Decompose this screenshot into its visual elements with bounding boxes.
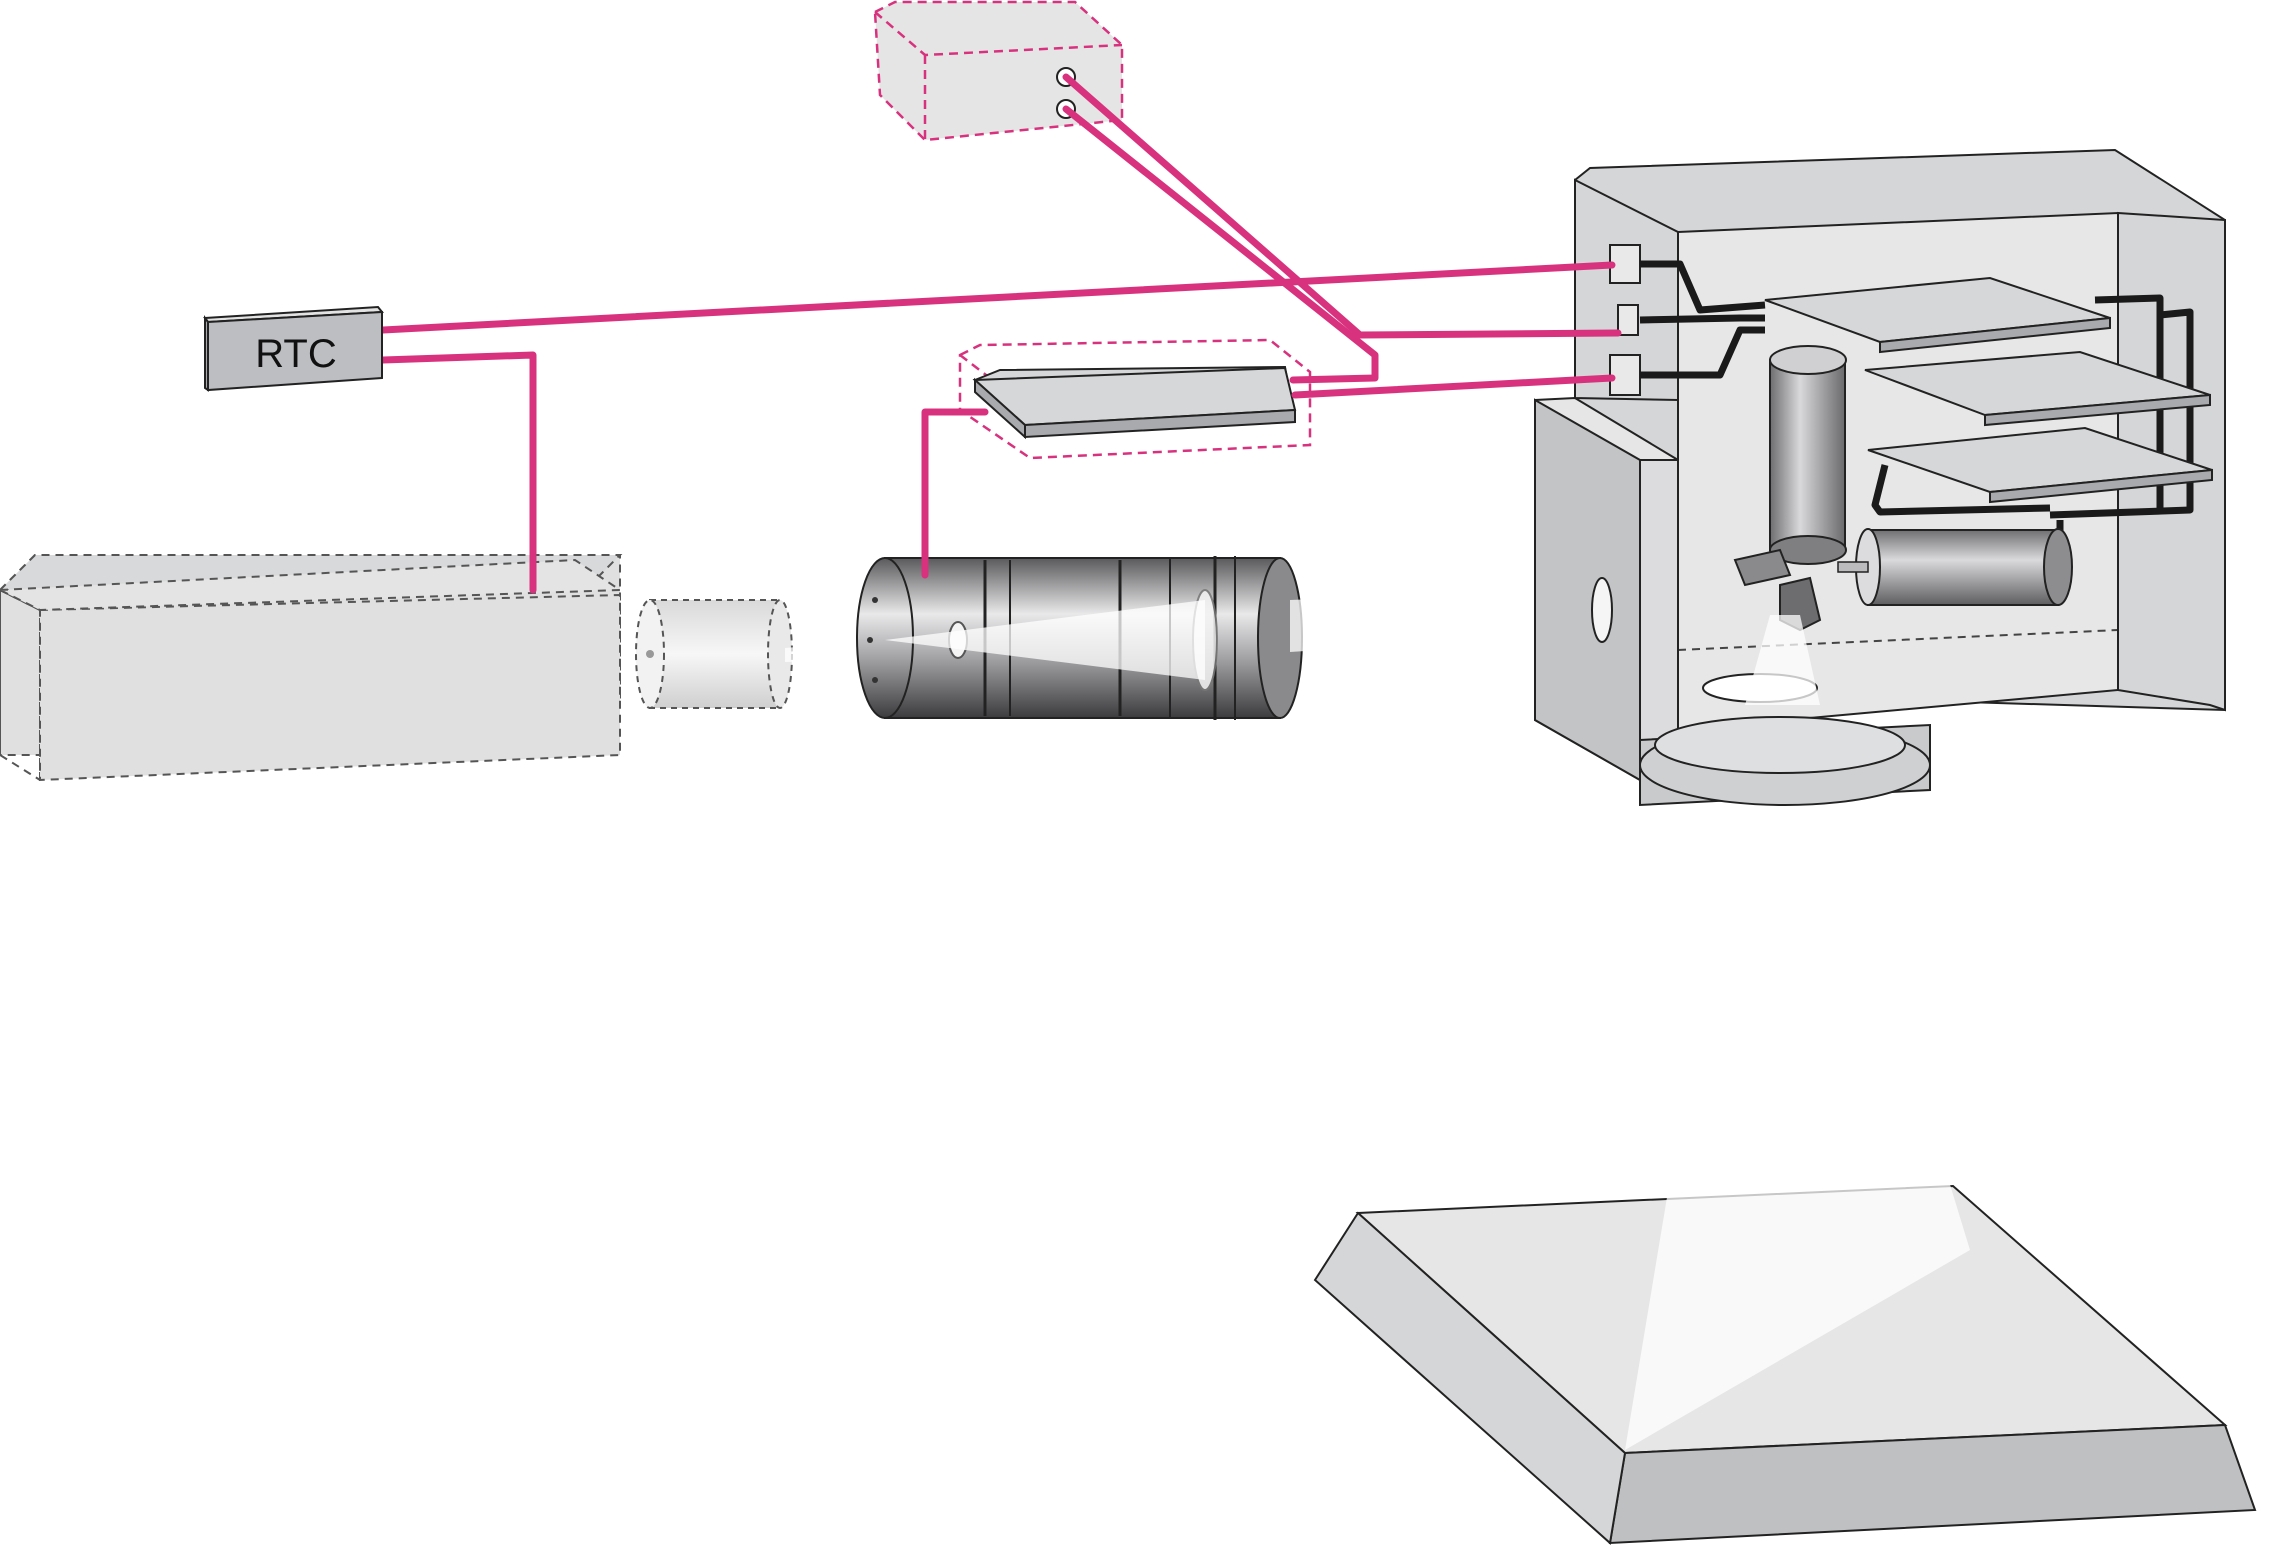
signal-wiring bbox=[379, 73, 1622, 594]
laser-source-box bbox=[0, 554, 624, 782]
galvo-motor-x bbox=[1837, 528, 2073, 606]
deflected-beam bbox=[1745, 615, 1820, 705]
driver-board-2 bbox=[1864, 350, 2211, 427]
laser-beam-to-scanhead bbox=[1290, 588, 1600, 652]
wire-power-to-scanhead bbox=[1062, 73, 1622, 339]
wire-board-to-scanhead bbox=[1291, 374, 1616, 399]
scan-field-cone bbox=[1625, 818, 1970, 1450]
wire-board-to-focus bbox=[921, 408, 989, 579]
wire-power-to-board bbox=[1062, 105, 1379, 384]
driver-board-3 bbox=[1867, 426, 2213, 504]
galvo-motor-y bbox=[1733, 345, 1847, 632]
control-board bbox=[958, 338, 1312, 460]
collimator-cylinder bbox=[635, 599, 793, 709]
rtc-label: RTC bbox=[255, 332, 336, 376]
focusing-unit-cylinder bbox=[856, 556, 1303, 720]
wire-rtc-to-laser bbox=[379, 351, 537, 594]
rtc-card: RTC bbox=[203, 305, 384, 392]
internal-wiring bbox=[1639, 260, 2194, 600]
wire-rtc-to-scanhead bbox=[379, 261, 1616, 334]
power-supply-box bbox=[873, 0, 1124, 142]
driver-board-1 bbox=[1764, 276, 2111, 354]
